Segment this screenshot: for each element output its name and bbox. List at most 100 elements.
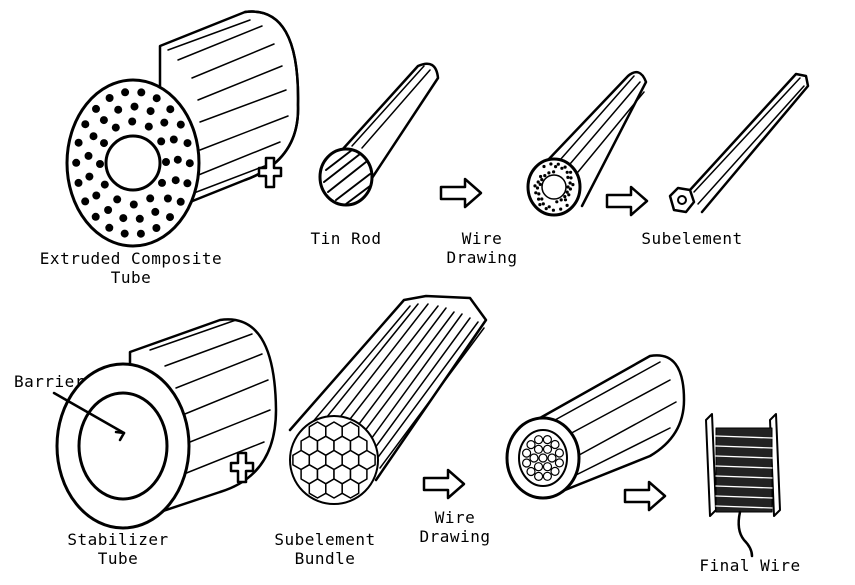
wire-drawing-1-line2: Drawing	[446, 248, 518, 267]
filament-dot	[540, 178, 544, 182]
filament-dot	[534, 191, 538, 195]
wire-drawing-label-2: Wire Drawing	[405, 508, 505, 546]
filament-dot	[551, 208, 556, 212]
filament-dot	[566, 185, 570, 189]
filament-dot	[146, 194, 155, 203]
filament-dot	[84, 151, 93, 160]
filament-dot	[176, 197, 185, 206]
plus-icon	[229, 451, 255, 484]
filament-dot	[160, 118, 169, 127]
filament-dot	[81, 197, 90, 206]
conductor-strand	[521, 448, 532, 458]
extruded-composite-tube	[65, 10, 300, 248]
tin-rod-text: Tin Rod	[310, 229, 382, 248]
subelement-label: Subelement	[632, 229, 752, 248]
wire-drawing-1-line1: Wire	[461, 229, 503, 248]
conductor-strand	[554, 458, 565, 468]
conductor-strand	[542, 471, 553, 481]
filament-dot	[96, 160, 104, 168]
filament-dot	[549, 162, 553, 166]
filament-dot	[119, 214, 128, 223]
filament-dot	[111, 123, 120, 132]
filament-dot	[539, 174, 543, 179]
filament-dot	[535, 186, 540, 190]
final-composite-conductor	[505, 354, 686, 500]
filament-dot	[563, 198, 568, 202]
filament-dot	[169, 135, 178, 144]
filament-dot	[72, 158, 81, 167]
filament-dot	[81, 120, 90, 129]
filament-dot	[563, 195, 567, 199]
right-arrow-icon	[605, 185, 649, 217]
filament-dot	[100, 139, 108, 148]
conductor-strand	[550, 466, 560, 476]
filament-dot	[74, 138, 83, 147]
filament-dot	[565, 190, 569, 194]
filament-dot	[121, 88, 130, 97]
final-wire-text: Final Wire	[699, 556, 801, 575]
filament-dot	[146, 107, 155, 116]
filament-dot	[559, 207, 563, 211]
filament-dot	[173, 155, 182, 164]
filament-dot	[176, 120, 185, 129]
wire-spool	[705, 413, 781, 558]
filament-dot	[183, 139, 192, 148]
filament-dot	[538, 203, 542, 207]
filament-dot	[130, 102, 139, 111]
filament-dot	[544, 207, 548, 211]
tin-rod-label: Tin Rod	[296, 229, 396, 248]
right-arrow-icon	[623, 480, 667, 512]
filament-dot	[136, 229, 145, 238]
filament-dot	[128, 117, 137, 126]
bundle-label-line1: Subelement	[274, 530, 376, 549]
filament-dot	[547, 205, 551, 209]
filament-dot	[569, 176, 573, 180]
filament-dot	[171, 176, 180, 185]
filament-dot	[560, 166, 564, 170]
filament-dot	[157, 137, 166, 146]
filament-dot	[565, 203, 569, 207]
wire-drawing-2-line2: Drawing	[419, 527, 491, 546]
stabilizer-label-line1: Stabilizer	[67, 530, 169, 549]
filament-dot	[568, 187, 573, 191]
filament-dot	[74, 178, 83, 187]
barrier-text: Barrier	[14, 372, 85, 391]
filament-dot	[537, 197, 541, 201]
filament-dot	[537, 192, 541, 196]
filament-dot	[129, 200, 138, 209]
conductor-strand	[533, 435, 544, 445]
filament-dot	[92, 104, 100, 113]
conductor-strand	[538, 453, 548, 463]
tin-rod	[318, 62, 440, 207]
conductor-strand	[529, 453, 539, 463]
drawn-composite-wire	[526, 70, 648, 217]
subelement-hex	[341, 478, 360, 499]
right-arrow-icon	[422, 468, 466, 500]
filament-dot	[137, 88, 146, 97]
subelement-bundle-label: Subelement Bundle	[265, 530, 385, 568]
wire-drawing-2-line1: Wire	[434, 508, 476, 527]
filament-dot	[547, 171, 551, 175]
filament-dot	[540, 197, 544, 201]
filament-dot	[559, 198, 563, 202]
filament-dot	[554, 165, 558, 169]
filament-dot	[565, 170, 569, 174]
filament-dot	[533, 184, 537, 188]
conductor-strand	[542, 462, 553, 472]
extruded-label-line1: Extruded Composite	[39, 249, 223, 268]
stabilizer-label-line2: Tube	[97, 549, 139, 568]
stabilizer-tube-label: Stabilizer Tube	[58, 530, 178, 568]
conductor-strand	[533, 462, 544, 472]
wire-drawing-label-1: Wire Drawing	[432, 229, 532, 267]
filament-dot	[185, 159, 194, 168]
subelement-text: Subelement	[641, 229, 743, 248]
filament-dot	[144, 122, 153, 131]
filament-dot	[100, 180, 109, 189]
bundle-label-line2: Bundle	[294, 549, 356, 568]
filament-dot	[166, 213, 174, 222]
conductor-strand	[526, 466, 536, 477]
plus-icon	[257, 156, 283, 189]
filament-dot	[158, 178, 166, 187]
conductor-strand	[521, 458, 532, 468]
